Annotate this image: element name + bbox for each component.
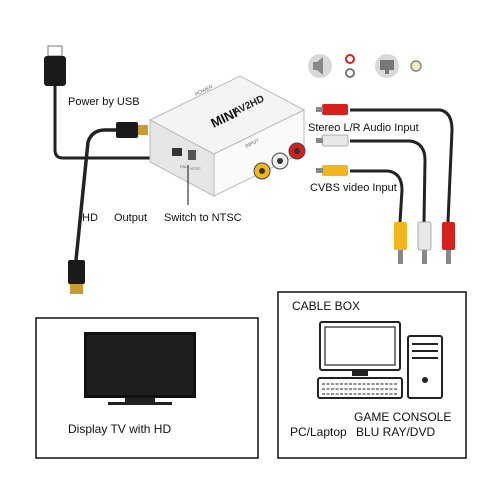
tv-frame bbox=[35, 317, 259, 459]
video-dot-icon bbox=[410, 60, 422, 72]
video-input-label: CVBS video Input bbox=[310, 182, 397, 194]
display-tv-label: Display TV with HD bbox=[68, 422, 172, 436]
converter-box: MINI AV2HD POWER INPUT PAL NTSC bbox=[148, 75, 306, 197]
device-switch-label-ntsc: NTSC bbox=[190, 166, 201, 171]
output-label: Output bbox=[114, 212, 148, 224]
hdmi-cable bbox=[68, 122, 148, 294]
keyboard-icon bbox=[317, 377, 403, 399]
sources-frame bbox=[277, 291, 467, 459]
game-console-label: GAME CONSOLE bbox=[354, 410, 452, 424]
audio-input-label: Stereo L/R Audio Input bbox=[308, 122, 419, 134]
audio-dots-icon bbox=[345, 54, 355, 78]
device-front-label: INPUT bbox=[244, 138, 260, 150]
rca-cables bbox=[316, 104, 455, 264]
pc-monitor-icon bbox=[319, 321, 401, 376]
monitor-icon bbox=[375, 54, 399, 78]
blu-ray-label: BLU RAY/DVD bbox=[356, 425, 436, 439]
cable-box-label: CABLE BOX bbox=[292, 299, 361, 313]
power-label: Power by USB bbox=[68, 96, 140, 108]
switch-ntsc-label: Switch to NTSC bbox=[164, 212, 242, 224]
tower-icon bbox=[407, 335, 443, 399]
speaker-icon bbox=[308, 54, 332, 78]
usb-cable bbox=[44, 45, 158, 160]
hd-label: HD bbox=[82, 212, 98, 224]
tv-icon bbox=[84, 332, 196, 405]
device-switch-label-pal: PAL bbox=[180, 164, 188, 169]
pc-laptop-label: PC/Laptop bbox=[290, 425, 347, 439]
